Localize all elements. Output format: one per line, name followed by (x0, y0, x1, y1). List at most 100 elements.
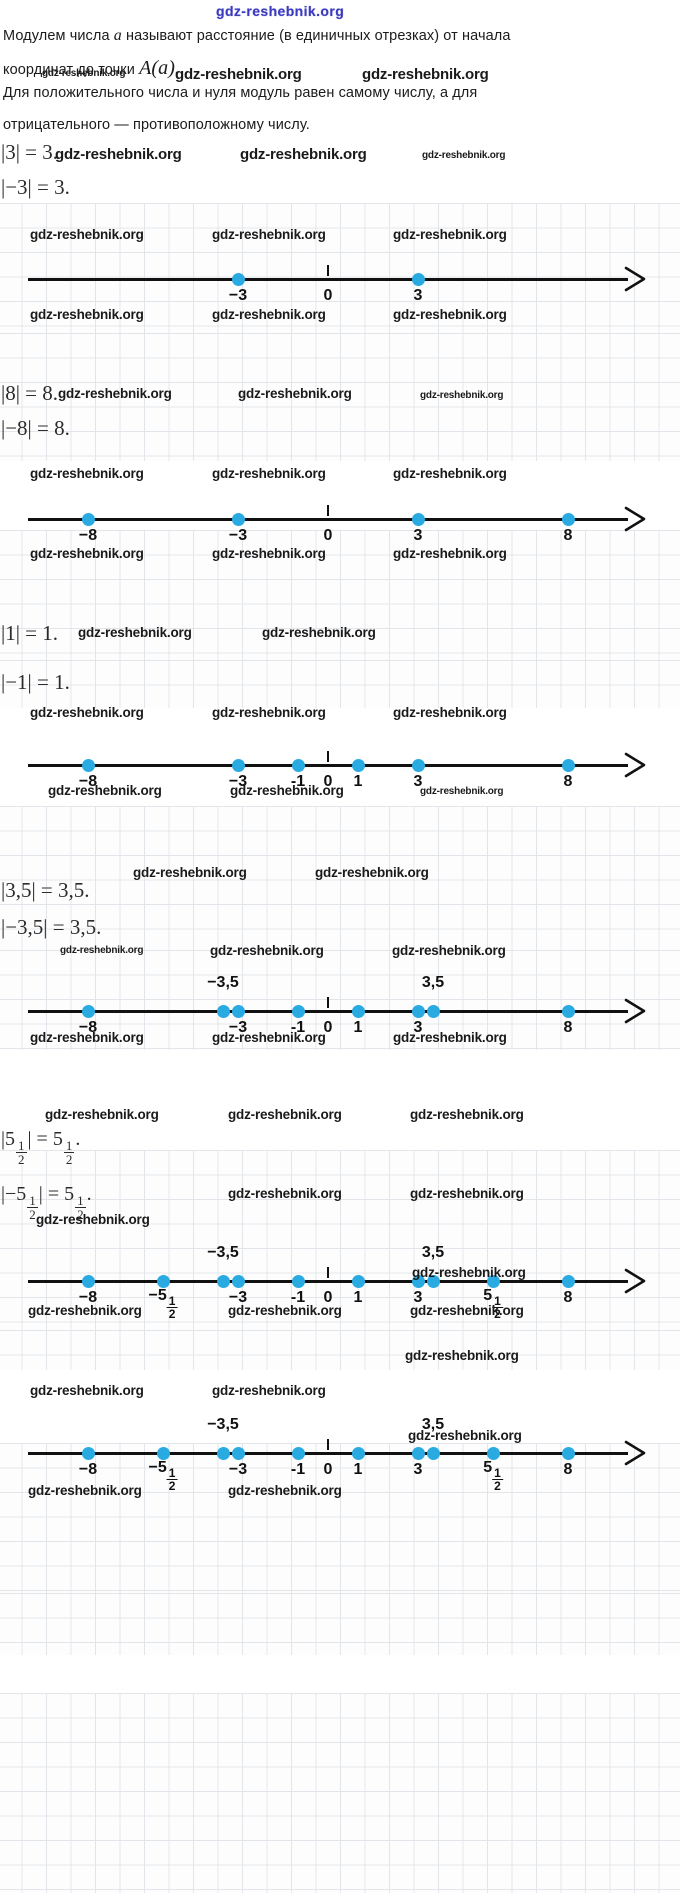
example-2-negative: |−8| = 8. (1, 416, 70, 440)
axis-label-1: 1 (353, 1019, 363, 1036)
watermark: gdz-reshebnik.org (212, 1030, 326, 1045)
watermark: gdz-reshebnik.org (228, 1107, 342, 1122)
axis-label-3-5: 3,5 (421, 974, 445, 991)
axis-label-3: 3 (413, 773, 423, 790)
data-point (486, 1275, 500, 1288)
site-title-watermark: gdz-reshebnik.org (216, 3, 345, 19)
watermark: gdz-reshebnik.org (262, 625, 376, 640)
data-point (351, 1447, 365, 1460)
grid-band-3 (0, 530, 680, 660)
example-1-negative: |−3| = 3. (1, 175, 70, 199)
watermark: gdz-reshebnik.org (36, 1212, 150, 1227)
data-point (216, 1275, 230, 1288)
axis-label-8: 8 (563, 773, 573, 790)
data-point (561, 1447, 575, 1460)
watermark: gdz-reshebnik.org (420, 786, 504, 797)
watermark: gdz-reshebnik.org (30, 227, 144, 242)
watermark: gdz-reshebnik.org (362, 66, 489, 83)
axis-label--3: −3 (228, 773, 248, 790)
axis-label--3-5: −3,5 (207, 974, 239, 991)
watermark: gdz-reshebnik.org (30, 1383, 144, 1398)
axis-line (28, 764, 628, 767)
watermark: gdz-reshebnik.org (212, 227, 326, 242)
watermark: gdz-reshebnik.org (392, 943, 506, 958)
data-point (411, 1275, 425, 1288)
axis-line (28, 1452, 628, 1455)
grid-band-8 (0, 1330, 680, 1370)
data-point (561, 1005, 575, 1018)
origin-tick (327, 751, 329, 762)
data-point (411, 759, 425, 772)
axis-line (28, 1280, 628, 1283)
frac-neg-den: 2 (27, 1207, 38, 1223)
definition-line-1-a: Модулем числа (3, 28, 110, 44)
axis-label--3: −3 (228, 1289, 248, 1306)
watermark: gdz-reshebnik.org (393, 546, 507, 561)
grid-band-1 (0, 203, 680, 333)
data-point (561, 1275, 575, 1288)
watermark: gdz-reshebnik.org (420, 390, 504, 401)
axis-label--8: −8 (78, 1461, 98, 1478)
axis-label-8: 8 (563, 527, 573, 544)
data-point (351, 1275, 365, 1288)
watermark: gdz-reshebnik.org (42, 68, 126, 79)
watermark: gdz-reshebnik.org (133, 865, 247, 880)
data-point (561, 759, 575, 772)
watermark: gdz-reshebnik.org (210, 943, 324, 958)
axis-label-0: 0 (323, 287, 333, 304)
grid-band-10 (0, 1593, 680, 1655)
grid-band-5 (0, 806, 680, 950)
data-point (156, 1447, 170, 1460)
axis-label-0: 0 (323, 773, 333, 790)
watermark: gdz-reshebnik.org (408, 1428, 522, 1443)
watermark: gdz-reshebnik.org (60, 945, 144, 956)
data-point (561, 513, 575, 526)
grid-band-2 (0, 333, 680, 461)
axis-label-8: 8 (563, 1019, 573, 1036)
frac-neg-res-whole: 5 (64, 1183, 75, 1205)
example-1-positive: |3| = 3. (1, 140, 59, 164)
data-point (81, 759, 95, 772)
frac-pos-dot: . (75, 1128, 81, 1150)
axis-line (28, 518, 628, 521)
definition-line-2: координат до точки A(a). (3, 58, 180, 79)
axis-label--3-5: −3,5 (207, 1416, 239, 1433)
data-point (351, 759, 365, 772)
watermark: gdz-reshebnik.org (45, 1107, 159, 1122)
watermark: gdz-reshebnik.org (230, 783, 344, 798)
axis-label--1: -1 (290, 1461, 306, 1478)
axis-label-3: 3 (413, 1289, 423, 1306)
axis-label-0: 0 (323, 1289, 333, 1306)
example-4-negative: |−3,5| = 3,5. (1, 915, 102, 939)
axis-label--3: −3 (228, 1019, 248, 1036)
variable-a: a (113, 27, 122, 44)
data-point (426, 1275, 440, 1288)
watermark: gdz-reshebnik.org (393, 227, 507, 242)
data-point (291, 1447, 305, 1460)
watermark: gdz-reshebnik.org (30, 705, 144, 720)
watermark: gdz-reshebnik.org (78, 625, 192, 640)
data-point (216, 1447, 230, 1460)
axis-label-1: 1 (353, 1289, 363, 1306)
data-point (156, 1275, 170, 1288)
origin-tick (327, 997, 329, 1008)
frac-neg-whole: −5 (5, 1183, 27, 1205)
example-3-negative: |−1| = 1. (1, 670, 70, 694)
data-point (231, 273, 245, 286)
axis-label-3: 3 (413, 527, 423, 544)
frac-pos-res-den: 2 (63, 1152, 75, 1168)
watermark: gdz-reshebnik.org (58, 386, 172, 401)
definition-line-4: отрицательного — противоположному числу. (3, 117, 310, 133)
axis-label-1: 1 (353, 1461, 363, 1478)
example-4-positive: |3,5| = 3,5. (1, 878, 90, 902)
data-point (81, 1005, 95, 1018)
axis-label-8: 8 (563, 1461, 573, 1478)
watermark: gdz-reshebnik.org (48, 783, 162, 798)
watermark: gdz-reshebnik.org (393, 1030, 507, 1045)
data-point (291, 1005, 305, 1018)
watermark: gdz-reshebnik.org (175, 66, 302, 83)
